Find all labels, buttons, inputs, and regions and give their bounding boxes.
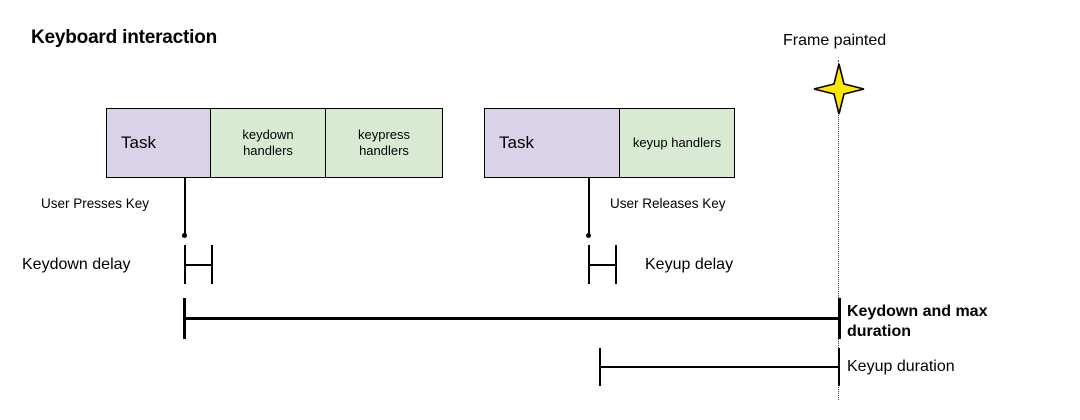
- page-title: Keyboard interaction: [31, 27, 218, 48]
- keydown-delay-label: Keydown delay: [22, 256, 131, 273]
- task-box-keyup[interactable]: Task: [484, 108, 620, 178]
- keyup-duration-label: Keyup duration: [847, 358, 955, 375]
- keyup-event-pointer-dot: [586, 233, 591, 238]
- star-icon: [813, 63, 865, 115]
- user-releases-key-label: User Releases Key: [610, 196, 726, 211]
- user-presses-key-label: User Presses Key: [41, 196, 150, 211]
- keydown-max-duration-end-tick: [838, 298, 841, 339]
- keydown-delay-span: [184, 264, 212, 266]
- keydown-handlers-label-line1: keydown: [242, 126, 294, 142]
- keyup-delay-label: Keyup delay: [645, 256, 734, 273]
- keypress-handlers-label-line2: handlers: [359, 143, 409, 158]
- keypress-handlers-label-line1: keypress: [357, 126, 411, 142]
- frame-painted-guideline: [838, 60, 839, 400]
- keyup-event-pointer-line: [588, 178, 590, 236]
- task-box-keydown[interactable]: Task: [106, 108, 211, 178]
- keypress-handlers-box[interactable]: keypress handlers: [325, 108, 443, 178]
- keyup-duration-end-tick: [838, 348, 840, 386]
- keyup-delay-span: [588, 264, 616, 266]
- keydown-max-duration-label: Keydown and max duration: [847, 302, 1032, 343]
- keydown-max-duration-span: [183, 317, 841, 320]
- keydown-handlers-box[interactable]: keydown handlers: [210, 108, 326, 178]
- keyup-handlers-box[interactable]: keyup handlers: [619, 108, 735, 178]
- frame-painted-label: Frame painted: [783, 32, 887, 49]
- keydown-handlers-label-line2: handlers: [243, 143, 293, 158]
- keydown-event-pointer-dot: [182, 233, 187, 238]
- keyup-duration-span: [599, 366, 839, 368]
- keydown-event-pointer-line: [184, 178, 186, 236]
- keydown-max-duration-label-line1: Keydown and max: [847, 303, 988, 320]
- keydown-max-duration-label-line2: duration: [847, 323, 911, 341]
